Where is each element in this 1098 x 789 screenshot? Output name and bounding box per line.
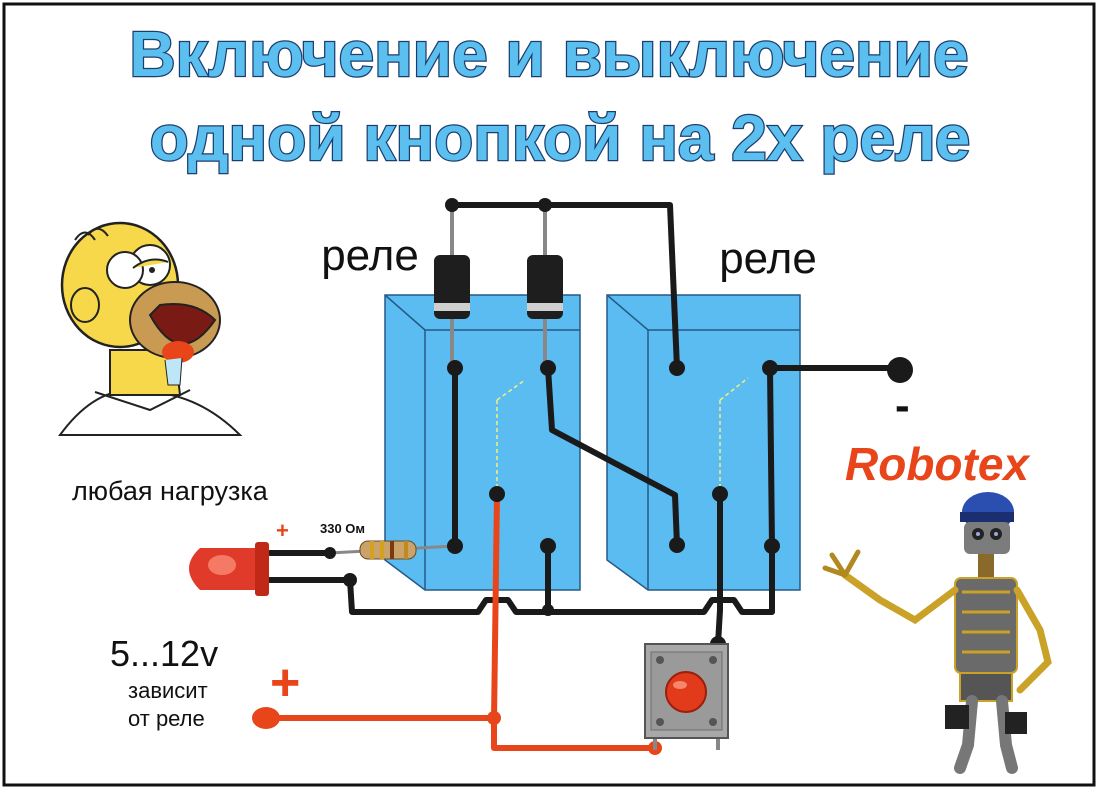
supply-voltage-label: 5...12v bbox=[110, 633, 218, 674]
resistor-label: 330 Ом bbox=[320, 521, 365, 536]
minus-label: - bbox=[895, 381, 910, 430]
diode-right bbox=[527, 255, 563, 319]
diode-left bbox=[434, 255, 470, 319]
relay-left-label: реле bbox=[321, 231, 419, 280]
brand-label: Robotex bbox=[845, 438, 1031, 490]
title-line-2: одной кнопкой на 2х реле bbox=[150, 102, 971, 174]
load-label: любая нагрузка bbox=[72, 476, 269, 506]
positive-junction-dot bbox=[487, 711, 501, 725]
supply-plus-label: + bbox=[270, 654, 300, 712]
relay-right bbox=[606, 294, 801, 591]
led-load bbox=[189, 542, 269, 596]
minus-terminal bbox=[887, 357, 913, 383]
supply-note-line-2: от реле bbox=[128, 706, 205, 731]
robot-image bbox=[822, 492, 1052, 774]
positive-wires bbox=[268, 493, 655, 751]
supply-positive-terminal bbox=[252, 707, 280, 729]
title-line-1: Включение и выключение bbox=[129, 18, 968, 90]
black-wires bbox=[267, 202, 903, 647]
relay-right-label: реле bbox=[719, 234, 817, 283]
cartoon-character-image bbox=[58, 221, 243, 436]
resistor bbox=[329, 540, 456, 560]
relay-contact-markers bbox=[496, 377, 749, 490]
led-plus-label: + bbox=[276, 518, 289, 543]
supply-note-line-1: зависит bbox=[128, 678, 208, 703]
push-button bbox=[644, 643, 729, 750]
